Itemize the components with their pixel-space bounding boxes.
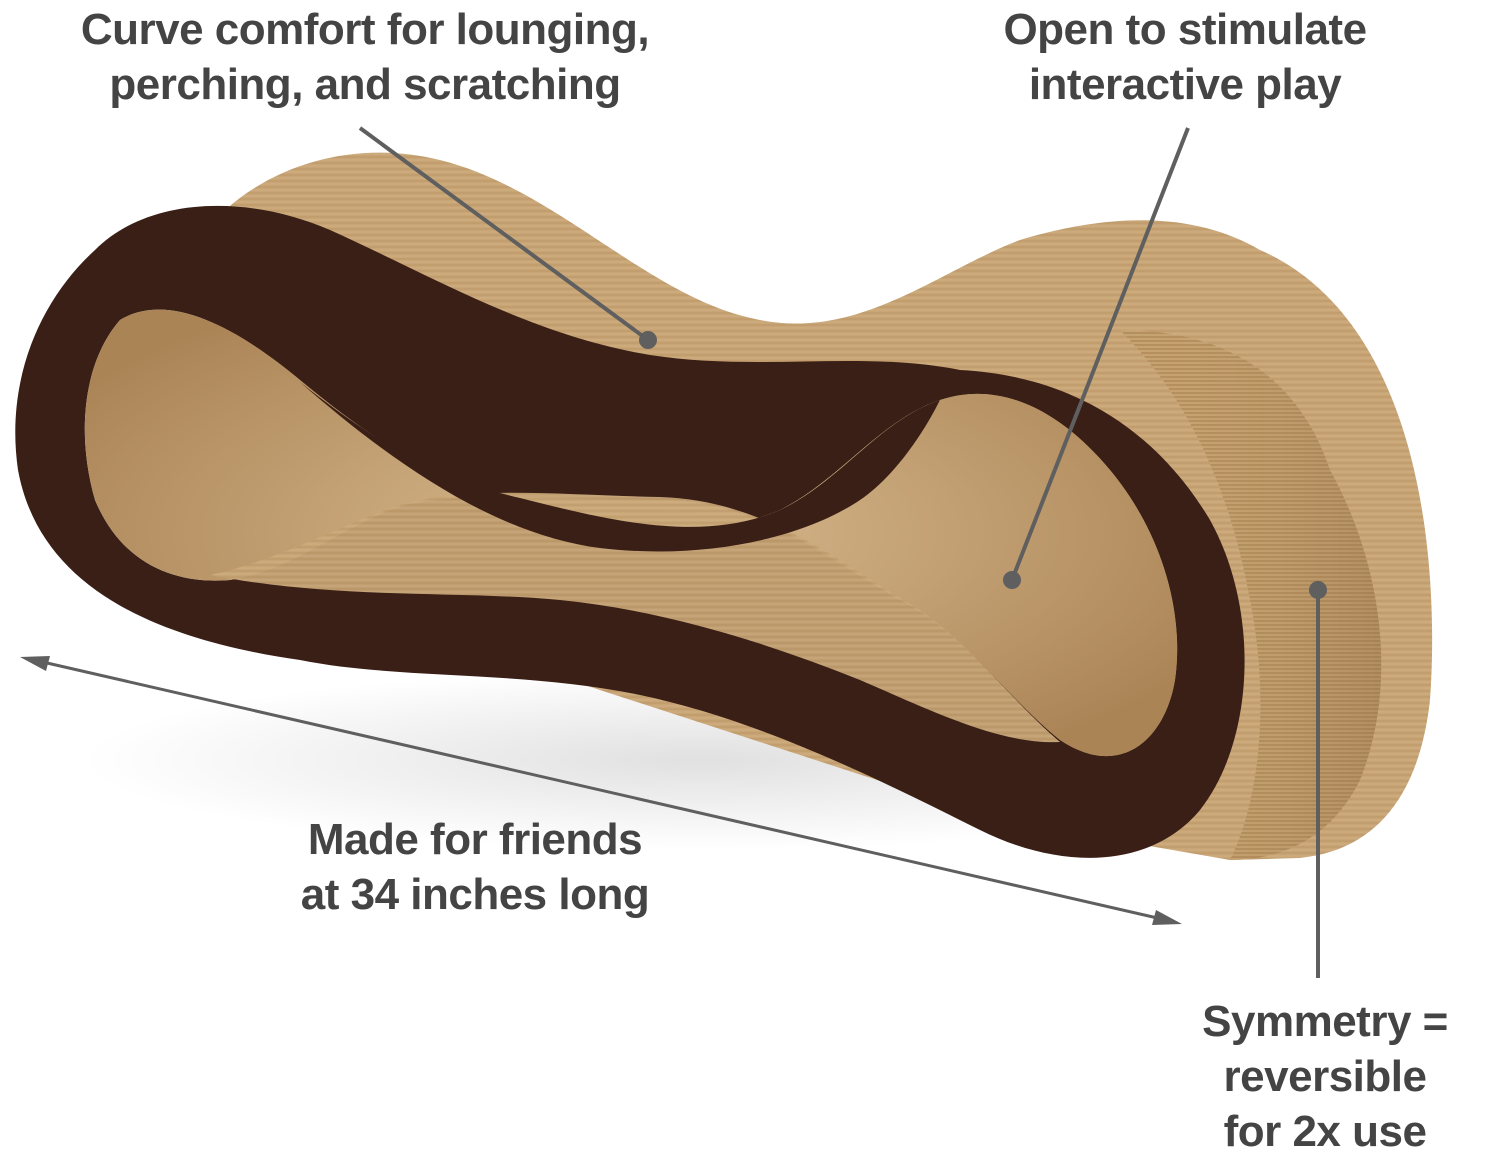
scratcher-crossing-band [300,382,940,552]
leader-line-open [1010,127,1190,581]
callout-made-line-2: at 34 inches long [300,870,650,919]
callout-length: Made for friends at 34 inches long [250,812,700,922]
side-shading [1120,330,1382,860]
leader-dot-open [1003,571,1021,589]
callout-sym-line-3: for 2x use [1223,1107,1427,1156]
callout-open-line-2: interactive play [1028,60,1342,109]
callout-curve-comfort: Curve comfort for lounging, perching, an… [40,2,690,112]
callout-open-line-1: Open to stimulate [1003,5,1367,54]
leader-dots [639,331,1327,599]
leader-dot-symmetry [1309,581,1327,599]
length-arrow [20,656,1182,925]
leader-line-curve [358,126,650,342]
arrow-head-right [1152,910,1182,925]
scratcher-inner-floor [210,492,1060,743]
callout-symmetry: Symmetry = reversible for 2x use [1160,994,1490,1156]
arrow-head-left [20,656,50,671]
callout-open-play: Open to stimulate interactive play [960,2,1410,112]
callout-curve-line-2: perching, and scratching [109,60,621,109]
callout-sym-line-1: Symmetry = [1202,997,1448,1046]
leader-dot-curve [639,331,657,349]
leader-lines [358,126,1320,978]
callout-curve-line-1: Curve comfort for lounging, [80,5,650,54]
callout-sym-line-2: reversible [1223,1052,1427,1101]
callout-made-line-1: Made for friends [307,815,643,864]
